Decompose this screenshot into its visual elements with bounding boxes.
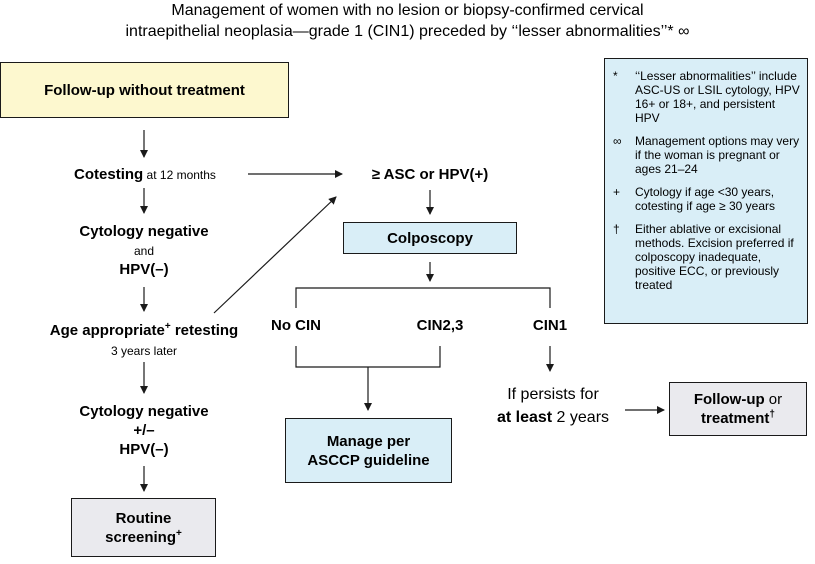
age-appropriate-sup: + bbox=[164, 321, 171, 332]
cytology-negative-1: Cytology negative bbox=[79, 223, 209, 240]
cotesting-label: Cotesting at 12 months bbox=[20, 165, 270, 185]
branch-bracket bbox=[295, 287, 551, 308]
cotesting-rest: at 12 months bbox=[143, 168, 216, 182]
arrow-retesting-to-asc bbox=[213, 196, 337, 314]
followup-or-treatment-box: Follow-up or treatment† bbox=[669, 382, 807, 436]
merge-bracket bbox=[295, 346, 441, 368]
diagram-title-line-2: intraepithelial neoplasia—grade 1 (CIN1)… bbox=[125, 23, 690, 40]
footnote-cytology-age: + Cytology if age <30 years, cotesting i… bbox=[609, 185, 801, 213]
footnote-ablative-excisional: † Either ablative or excisional methods.… bbox=[609, 222, 801, 292]
manage-line-1: Manage per bbox=[326, 432, 411, 450]
asc-or-hpv-positive: ≥ ASC or HPV(+) bbox=[371, 166, 489, 183]
footnote-text: ‘‘Lesser abnormalities’’ include ASC-US … bbox=[635, 69, 800, 125]
plus-minus-label: +/– bbox=[133, 422, 155, 439]
footnote-text: Either ablative or excisional methods. E… bbox=[635, 222, 794, 292]
if-persists-line-2: at least 2 years bbox=[496, 409, 610, 426]
manage-line-2: ASCCP guideline bbox=[307, 451, 430, 469]
cin23-label: CIN2,3 bbox=[416, 317, 464, 334]
footnote-text: Management options may very if the woman… bbox=[635, 134, 800, 176]
followup-without-treatment-label: Follow-up without treatment bbox=[44, 81, 245, 99]
footnote-text: Cytology if age <30 years, cotesting if … bbox=[635, 185, 775, 213]
routine-screening-line-1: Routine bbox=[115, 509, 172, 527]
footnotes-box: * ‘‘Lesser abnormalities’’ include ASC-U… bbox=[604, 58, 808, 324]
footnote-symbol: ∞ bbox=[613, 134, 622, 148]
if-persists-line-1: If persists for bbox=[507, 386, 599, 403]
and-label: and bbox=[133, 244, 155, 258]
footnote-management-options: ∞ Management options may very if the wom… bbox=[609, 134, 801, 176]
footnote-lesser-abnormalities: * ‘‘Lesser abnormalities’’ include ASC-U… bbox=[609, 69, 801, 125]
footnote-symbol: + bbox=[613, 185, 621, 199]
hpv-negative-2: HPV(–) bbox=[119, 441, 169, 458]
footnote-symbol: † bbox=[613, 222, 620, 236]
colposcopy-box: Colposcopy bbox=[343, 222, 517, 254]
followup-or-line: Follow-up or bbox=[693, 391, 783, 408]
footnote-symbol: * bbox=[613, 69, 618, 83]
age-appropriate-retesting: Age appropriate+ retesting bbox=[14, 321, 274, 340]
treatment-line: treatment† bbox=[701, 409, 775, 428]
routine-screening-line-2: screening+ bbox=[105, 527, 182, 546]
cytology-negative-2: Cytology negative bbox=[79, 403, 209, 420]
no-cin-label: No CIN bbox=[271, 317, 321, 334]
age-appropriate-text: Age appropriate bbox=[49, 322, 165, 339]
cin1-label: CIN1 bbox=[532, 317, 568, 334]
hpv-negative-1: HPV(–) bbox=[119, 261, 169, 278]
cotesting-bold: Cotesting bbox=[74, 166, 144, 183]
colposcopy-label: Colposcopy bbox=[387, 229, 473, 247]
diagram-title-line-1: Management of women with no lesion or bi… bbox=[171, 2, 644, 19]
followup-without-treatment-box: Follow-up without treatment bbox=[0, 62, 289, 118]
three-years-later: 3 years later bbox=[110, 344, 178, 358]
manage-per-asccp-box: Manage per ASCCP guideline bbox=[285, 418, 452, 483]
retesting-text: retesting bbox=[170, 322, 239, 339]
routine-screening-box: Routine screening+ bbox=[71, 498, 216, 557]
